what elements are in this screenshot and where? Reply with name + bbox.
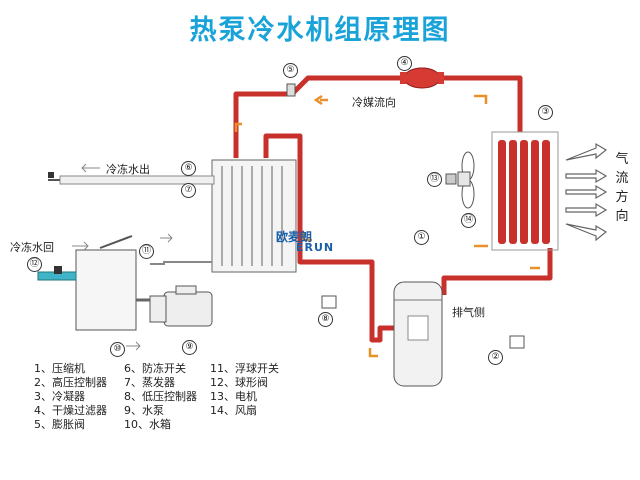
legend-column-3: 11、浮球开关 12、球形阀 13、电机 14、风扇 [210,362,279,418]
marker-8: ⑧ [318,312,333,327]
legend-item: 1、压缩机 [34,362,85,375]
marker-2: ② [488,350,503,365]
legend-item: 8、低压控制器 [124,390,197,403]
brand-en: ERUN [296,241,335,254]
water-pump [149,285,213,327]
refrigerant-flow-arrows [234,94,540,358]
legend-column-1: 1、压缩机 2、高压控制器 3、冷凝器 4、干燥过滤器 5、膨胀阀 [34,362,107,432]
chilled-water-out-pipe [48,172,215,185]
motor-icon [445,173,457,185]
diagram-title: 热泵冷水机组原理图 [189,15,451,46]
legend-item: 13、电机 [210,390,257,403]
legend-item: 14、风扇 [210,404,257,417]
marker-11: ⑪ [139,244,154,259]
marker-13: ⑬ [427,172,442,187]
air-flow-text: 气流方向 [615,152,629,224]
marker-6: ⑥ [181,161,196,176]
chilled-water-out-label: 冷冻水出 [106,163,150,176]
marker-3: ③ [538,105,553,120]
marker-12: ⑫ [27,257,42,272]
marker-5: ⑤ [283,63,298,78]
chilled-water-return-label: 冷冻水回 [10,241,54,254]
brand-cn: 欧麦朗 [276,230,313,244]
legend-item: 7、蒸发器 [124,376,175,389]
marker-9: ⑨ [182,340,197,355]
ball-valve-icon [54,266,62,274]
expansion-valve-icon [286,83,296,97]
marker-1: ① [414,230,429,245]
water-tank [75,235,137,331]
legend-item: 10、水箱 [124,418,171,431]
high-pressure-controller-icon [509,335,525,349]
fan-icon [457,151,475,209]
condenser-coil [491,131,559,251]
legend-item: 3、冷凝器 [34,390,85,403]
legend-item: 9、水泵 [124,404,164,417]
legend-item: 5、膨胀阀 [34,418,85,431]
marker-14: ⑭ [461,213,476,228]
marker-10: ⑩ [110,342,125,357]
legend-item: 2、高压控制器 [34,376,107,389]
legend-item: 6、防冻开关 [124,362,186,375]
air-flow-label: 气流方向 [614,150,630,226]
legend-item: 11、浮球开关 [210,362,279,375]
low-pressure-controller-icon [321,295,337,309]
compressor [393,281,443,387]
refrigerant-flow-label: 冷媒流向 [352,96,396,109]
legend-item: 4、干燥过滤器 [34,404,107,417]
air-flow-arrows [565,142,608,242]
legend-item: 12、球形阀 [210,376,268,389]
filter-drier-icon [403,67,441,89]
pump-to-evaporator-pipe [150,261,212,265]
legend-column-2: 6、防冻开关 7、蒸发器 8、低压控制器 9、水泵 10、水箱 [124,362,197,432]
marker-4: ④ [397,56,412,71]
exhaust-side-label: 排气侧 [452,306,485,319]
marker-7: ⑦ [181,183,196,198]
water-flow-arrows [72,163,173,351]
evaporator [211,159,297,273]
